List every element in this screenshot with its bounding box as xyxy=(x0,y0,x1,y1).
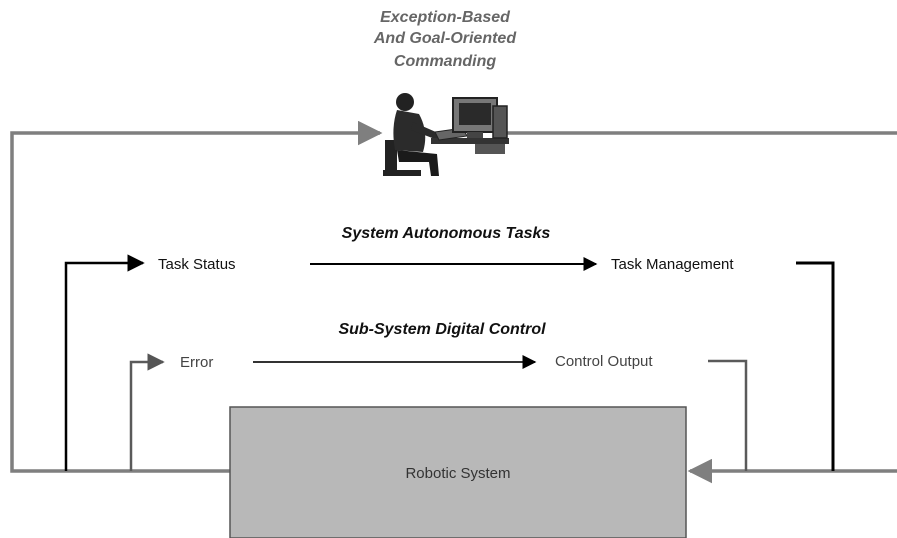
task-status-feedback-line xyxy=(64,254,145,471)
outer-loop-left-line xyxy=(10,120,383,473)
top-caption-line-3: Commanding xyxy=(394,53,496,70)
error-label: Error xyxy=(180,354,213,371)
outer-loop xyxy=(10,120,897,484)
top-caption-line-2: And Goal-Oriented xyxy=(373,30,517,47)
task-status-label: Task Status xyxy=(158,256,236,273)
autonomous-heading: System Autonomous Tasks xyxy=(342,225,551,242)
error-feedback-line xyxy=(129,353,165,471)
control-output-label: Control Output xyxy=(555,353,653,370)
task-management-label: Task Management xyxy=(611,256,734,273)
digital-control-heading: Sub-System Digital Control xyxy=(338,321,546,338)
task-loop xyxy=(64,254,835,471)
control-output-line xyxy=(708,359,748,471)
operator-at-computer-icon xyxy=(383,93,509,176)
robotic-system-box xyxy=(229,406,687,538)
task-management-output-line xyxy=(796,261,835,471)
control-loop xyxy=(129,353,748,471)
robotic-system-block: Robotic System xyxy=(229,406,687,538)
top-caption-line-1: Exception-Based xyxy=(380,9,511,26)
robotic-system-label: Robotic System xyxy=(405,465,510,482)
